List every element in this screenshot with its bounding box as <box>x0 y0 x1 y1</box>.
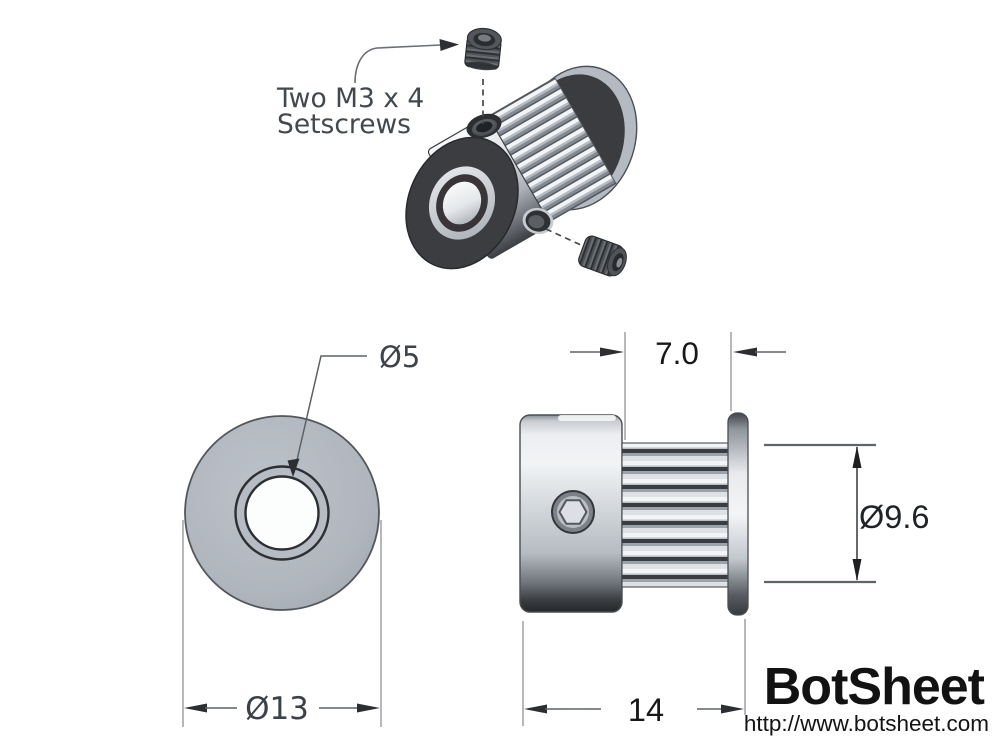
tooth-width-dimension: 7.0 <box>570 335 786 371</box>
dim-arrow-down-icon <box>852 559 862 581</box>
iso-side-hole <box>522 207 554 235</box>
dim-arrow-in-left-icon <box>600 347 624 357</box>
iso-top-hole <box>466 113 502 139</box>
hex-socket-icon <box>558 499 588 525</box>
iso-hub-face <box>405 136 519 270</box>
setscrew-bottom-socket-highlight <box>616 257 623 268</box>
dim-arrow-right-icon <box>357 703 380 713</box>
dim-arrow-left-icon <box>184 703 207 713</box>
dim-arrow-up-icon <box>852 446 862 468</box>
front-bore-circle <box>244 475 320 551</box>
front-view: Ø5 Ø13 <box>182 340 420 727</box>
side-view: 7.0 Ø9.6 14 <box>519 332 929 728</box>
iso-bore <box>442 181 482 225</box>
bore-dimension-label: Ø5 <box>379 340 420 374</box>
iso-setscrew-top <box>464 27 502 71</box>
callout-line1: Two M3 x 4 <box>276 83 424 114</box>
side-setscrew-hex <box>551 490 595 534</box>
side-flange <box>727 412 749 616</box>
tooth-width-label: 7.0 <box>655 335 699 371</box>
setscrew-top-tip <box>466 61 497 71</box>
front-od-label: Ø13 <box>245 691 309 727</box>
logo-text: BotSheet <box>764 658 985 716</box>
bore-leader-line <box>293 355 367 474</box>
pitch-dia-dimension: Ø9.6 <box>764 443 929 584</box>
isometric-view: Two M3 x 4 Setscrews <box>276 27 638 277</box>
front-od-dimension: Ø13 <box>184 691 380 727</box>
website-url: http://www.botsheet.com <box>744 711 989 736</box>
dim-arrow-in-right-icon <box>733 347 757 357</box>
setscrew-top-socket-highlight <box>477 34 491 42</box>
side-teeth <box>621 442 729 588</box>
iso-setscrew-bottom <box>578 235 627 277</box>
iso-top-hole-inner <box>476 121 493 133</box>
assembly-line-bottom <box>545 228 582 246</box>
callout-arrow-icon <box>439 39 459 51</box>
pitch-dia-label: Ø9.6 <box>859 499 929 535</box>
callout-line2: Setscrews <box>277 109 411 140</box>
callout-leader-line <box>354 44 442 84</box>
dim-arrow-out-left-icon <box>524 704 547 714</box>
total-width-label: 14 <box>628 692 664 728</box>
bore-leader-arrow-icon <box>287 458 300 477</box>
side-hub-highlight <box>558 415 616 421</box>
dim-arrow-out-right-icon <box>721 704 744 714</box>
callout: Two M3 x 4 Setscrews <box>276 39 459 140</box>
branding: BotSheet http://www.botsheet.com <box>744 658 989 736</box>
iso-side-hole-inner <box>528 215 545 229</box>
total-width-dimension: 14 <box>524 692 744 728</box>
